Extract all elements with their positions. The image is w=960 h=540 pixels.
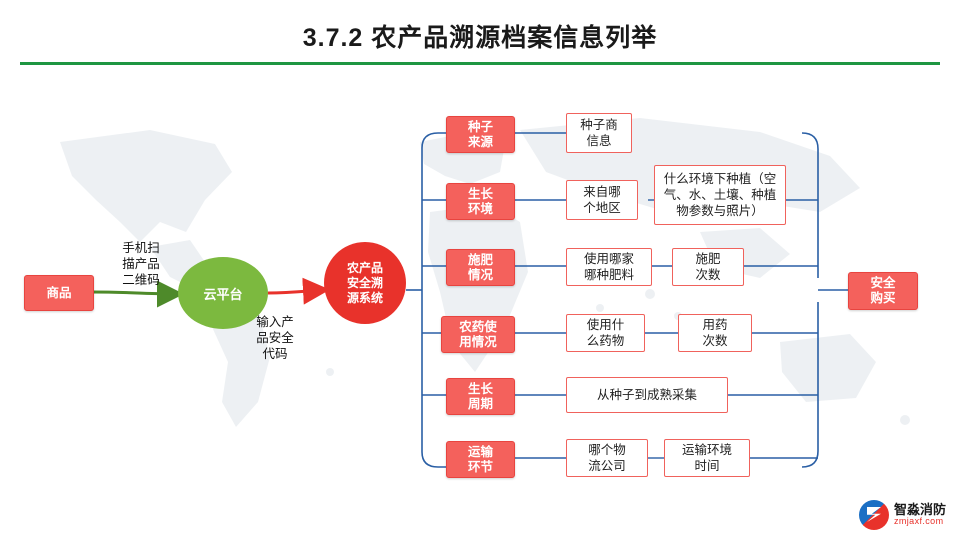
node-cloud-platform[interactable]: 云平台 [178, 257, 268, 329]
page-title: 3.7.2 农产品溯源档案信息列举 [302, 24, 658, 52]
detail-logistics-company[interactable]: 哪个物 流公司 [566, 439, 648, 477]
detail-pesticide-type[interactable]: 使用什 么药物 [566, 314, 645, 352]
branch-label-text: 种子 来源 [467, 119, 493, 149]
node-product[interactable]: 商品 [24, 275, 94, 311]
branch-label-growth-environment[interactable]: 生长 环境 [446, 183, 515, 220]
detail-text: 用药 次数 [702, 318, 728, 348]
detail-text: 使用什 么药物 [586, 318, 625, 348]
node-safe-purchase-label: 安全 购买 [870, 276, 896, 305]
input-code-note: 输入产 品安全 代码 [256, 315, 294, 361]
detail-text: 哪个物 流公司 [588, 443, 626, 473]
detail-region-origin[interactable]: 来自哪 个地区 [566, 180, 638, 220]
detail-text: 种子商 信息 [580, 118, 618, 148]
detail-pesticide-times[interactable]: 用药 次数 [678, 314, 752, 352]
detail-fertilizer-times[interactable]: 施肥 次数 [672, 248, 744, 286]
detail-text: 什么环境下种植（空 气、水、土壤、种植 物参数与照片） [663, 172, 777, 218]
logo-text: 智淼消防 zmjaxf.com [894, 503, 946, 526]
logo-icon [858, 500, 889, 530]
node-traceability-system-label: 农产品 安全溯 源系统 [346, 260, 383, 305]
detail-planting-environment[interactable]: 什么环境下种植（空 气、水、土壤、种植 物参数与照片） [654, 165, 786, 225]
branch-label-text: 生长 周期 [467, 381, 493, 411]
detail-text: 运输环境 时间 [681, 443, 732, 473]
logo-name: 智淼消防 [893, 502, 946, 518]
detail-fertilizer-brand[interactable]: 使用哪家 哪种肥料 [566, 248, 652, 286]
detail-seed-supplier-info[interactable]: 种子商 信息 [566, 113, 632, 153]
branch-label-transport[interactable]: 运输 环节 [446, 441, 515, 478]
node-traceability-system[interactable]: 农产品 安全溯 源系统 [324, 242, 406, 324]
branch-label-text: 运输 环节 [467, 444, 493, 474]
branch-label-growth-cycle[interactable]: 生长 周期 [446, 378, 515, 415]
detail-text: 使用哪家 哪种肥料 [583, 252, 634, 282]
branch-label-text: 生长 环境 [467, 186, 493, 216]
detail-text: 从种子到成熟采集 [596, 388, 697, 402]
node-safe-purchase[interactable]: 安全 购买 [848, 272, 918, 310]
detail-seed-to-harvest[interactable]: 从种子到成熟采集 [566, 377, 728, 413]
branch-label-fertilization[interactable]: 施肥 情况 [446, 249, 515, 286]
branch-label-pesticide-usage[interactable]: 农药使 用情况 [441, 316, 515, 353]
detail-text: 施肥 次数 [695, 252, 721, 282]
scan-note: 手机扫 描产品 二维码 [122, 241, 160, 287]
title-divider [20, 62, 940, 65]
branch-label-text: 农药使 用情况 [459, 319, 497, 349]
logo-site: zmjaxf.com [893, 516, 944, 527]
detail-text: 来自哪 个地区 [583, 185, 621, 215]
detail-transport-env-time[interactable]: 运输环境 时间 [664, 439, 750, 477]
branch-label-text: 施肥 情况 [467, 252, 493, 282]
node-cloud-platform-label: 云平台 [203, 286, 243, 302]
branch-label-seed-source[interactable]: 种子 来源 [446, 116, 515, 153]
watermark-logo: 智淼消防 zmjaxf.com [858, 500, 946, 530]
node-product-label: 商品 [46, 285, 72, 300]
